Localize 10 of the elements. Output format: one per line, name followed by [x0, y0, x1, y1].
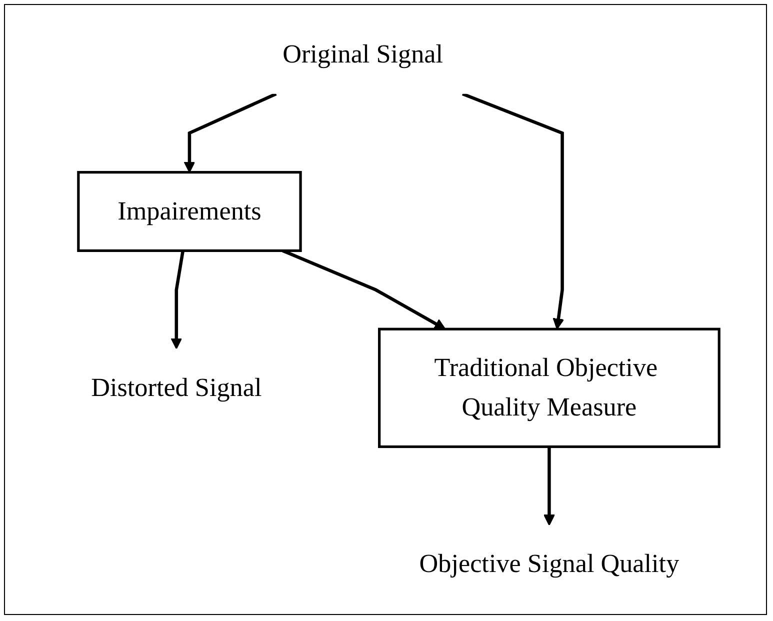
node-box [378, 328, 720, 448]
arrow [170, 250, 185, 350]
node-text: Objective Signal Quality [419, 550, 680, 579]
arrow [543, 446, 555, 526]
arrow [184, 92, 277, 173]
node-text: Distorted Signal [91, 374, 262, 402]
node-box [77, 170, 302, 252]
diagram-frame: Original Signal Impairements Distorted Signal Traditional Objective Quality Measure Objective Signal Quality [4, 4, 767, 615]
arrow [462, 92, 564, 330]
node-text: Original Signal [282, 40, 444, 70]
